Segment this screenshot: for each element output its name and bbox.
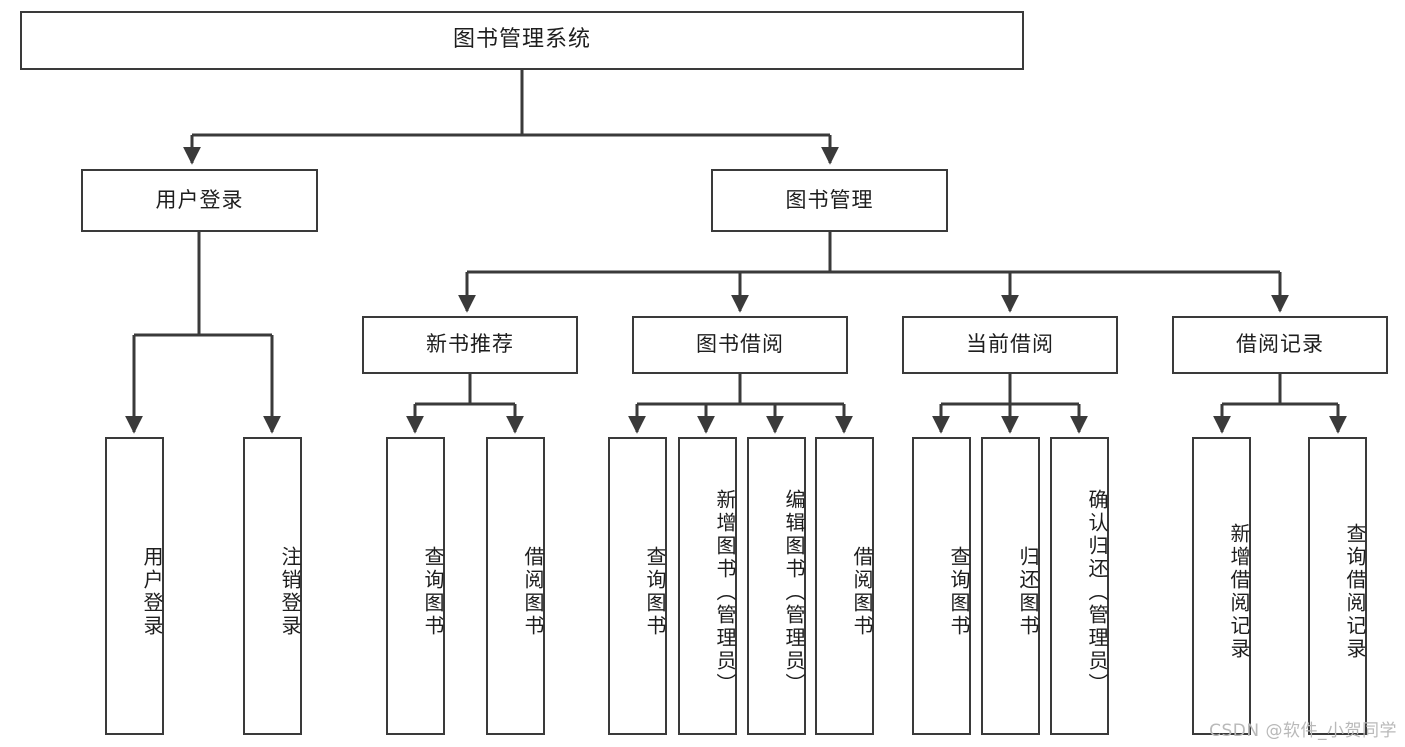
node-root-book-management-system[interactable]: 图书管理系统 <box>20 11 1024 70</box>
leaf-borrow-record-query-record[interactable]: 查询借阅记录 <box>1308 437 1367 735</box>
node-borrow-record[interactable]: 借阅记录 <box>1172 316 1388 374</box>
leaf-book-borrow-borrow-book[interactable]: 借阅图书 <box>815 437 874 735</box>
leaf-label: 新增图书（管理员） <box>713 488 737 696</box>
leaf-label: 归还图书 <box>1016 546 1040 638</box>
csdn-watermark: CSDN @软件_小贺同学 <box>1209 721 1397 741</box>
leaf-label: 查询图书 <box>421 546 445 638</box>
leaf-label: 借阅图书 <box>521 546 545 638</box>
node-new-book-recommend[interactable]: 新书推荐 <box>362 316 578 374</box>
leaf-user-login-login[interactable]: 用户登录 <box>105 437 164 735</box>
leaf-label: 查询图书 <box>947 546 971 638</box>
leaf-current-borrow-return-book[interactable]: 归还图书 <box>981 437 1040 735</box>
node-user-login[interactable]: 用户登录 <box>81 169 318 232</box>
node-book-borrow[interactable]: 图书借阅 <box>632 316 848 374</box>
leaf-label: 借阅图书 <box>850 546 874 638</box>
leaf-book-borrow-edit-book-admin[interactable]: 编辑图书（管理员） <box>747 437 806 735</box>
node-current-borrow[interactable]: 当前借阅 <box>902 316 1118 374</box>
leaf-current-borrow-query-book[interactable]: 查询图书 <box>912 437 971 735</box>
leaf-label: 查询借阅记录 <box>1343 523 1367 661</box>
leaf-book-borrow-add-book-admin[interactable]: 新增图书（管理员） <box>678 437 737 735</box>
leaf-label: 编辑图书（管理员） <box>782 488 806 696</box>
leaf-new-book-borrow-book[interactable]: 借阅图书 <box>486 437 545 735</box>
leaf-label: 查询图书 <box>643 546 667 638</box>
leaf-label: 用户登录 <box>140 546 164 638</box>
leaf-new-book-query-book[interactable]: 查询图书 <box>386 437 445 735</box>
node-book-management[interactable]: 图书管理 <box>711 169 948 232</box>
leaf-user-login-logout[interactable]: 注销登录 <box>243 437 302 735</box>
leaf-current-borrow-confirm-return-admin[interactable]: 确认归还（管理员） <box>1050 437 1109 735</box>
leaf-label: 新增借阅记录 <box>1227 523 1251 661</box>
leaf-label: 注销登录 <box>278 546 302 638</box>
leaf-book-borrow-query-book[interactable]: 查询图书 <box>608 437 667 735</box>
leaf-borrow-record-add-record[interactable]: 新增借阅记录 <box>1192 437 1251 735</box>
leaf-label: 确认归还（管理员） <box>1085 488 1109 696</box>
